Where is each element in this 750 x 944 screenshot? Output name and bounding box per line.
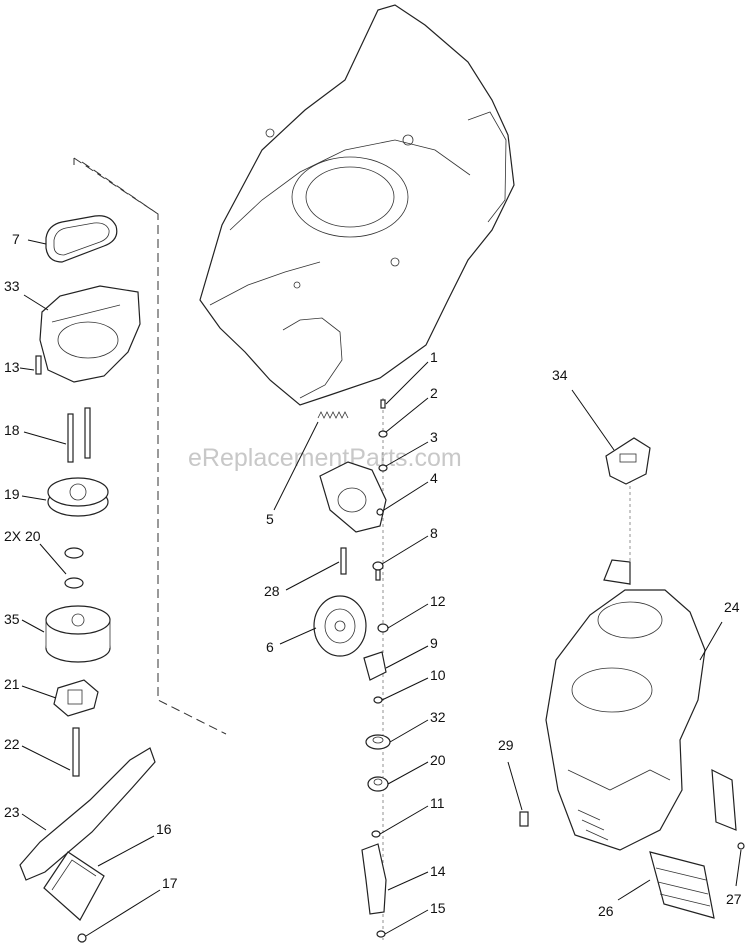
part-1-screw <box>380 399 386 409</box>
watermark-text: eReplacementParts.com <box>188 444 462 472</box>
callout-1: 1 <box>430 349 438 365</box>
part-20-bearings <box>64 547 84 589</box>
callout-33: 33 <box>4 278 20 294</box>
callout-15: 15 <box>430 900 446 916</box>
part-26-bracket-small <box>711 768 737 831</box>
callout-27: 27 <box>726 891 742 907</box>
callout-35: 35 <box>4 611 20 627</box>
callout-6: 6 <box>266 639 274 655</box>
callout-3: 3 <box>430 429 438 445</box>
callout-19: 19 <box>4 486 20 502</box>
part-26-shield <box>649 851 715 919</box>
part-32-bearing <box>365 734 391 750</box>
callout-17: 17 <box>162 875 178 891</box>
part-17-bolt <box>77 933 87 943</box>
callout-24: 24 <box>724 599 740 615</box>
callout-13: 13 <box>4 359 20 375</box>
part-12-spacer <box>377 623 389 633</box>
part-9-bracket <box>363 651 387 681</box>
callout-5: 5 <box>266 511 274 527</box>
part-23-blade <box>19 747 156 881</box>
callout-7: 7 <box>12 231 20 247</box>
part-24-engine <box>545 559 706 851</box>
part-16-bracket <box>43 851 105 921</box>
part-28-pin <box>340 547 347 575</box>
callout-20a: 2X 20 <box>4 528 41 544</box>
part-21-adapter <box>53 679 99 717</box>
callout-8: 8 <box>430 525 438 541</box>
callout-4: 4 <box>430 470 438 486</box>
callout-22: 22 <box>4 736 20 752</box>
part-13-screw <box>35 355 42 375</box>
part-22-bolt <box>72 727 80 777</box>
part-2-washer <box>378 430 388 438</box>
part-29-bolt <box>519 811 529 827</box>
callout-28: 28 <box>264 583 280 599</box>
callout-21: 21 <box>4 676 20 692</box>
part-10-washer <box>373 696 383 704</box>
part-18-bolts <box>67 407 91 463</box>
callout-12: 12 <box>430 593 446 609</box>
callout-16: 16 <box>156 821 172 837</box>
part-20-bearing <box>367 776 389 792</box>
callout-34: 34 <box>552 367 568 383</box>
callout-2: 2 <box>430 385 438 401</box>
part-3-nut <box>378 464 388 472</box>
part-4-bracket <box>319 461 387 533</box>
callout-9: 9 <box>430 635 438 651</box>
part-8-knob <box>372 561 384 581</box>
leader-lines <box>19 239 742 937</box>
callout-29: 29 <box>498 737 514 753</box>
part-33-pulley-cover <box>39 285 141 383</box>
part-7-belt <box>45 215 118 263</box>
part-14-bracket <box>361 843 387 915</box>
callout-11: 11 <box>430 795 445 811</box>
part-15-nut <box>376 930 386 938</box>
part-5-spring <box>317 411 349 419</box>
mower-deck <box>199 4 515 406</box>
callout-labels: 7 33 13 18 19 2X 20 35 21 22 23 16 17 5 … <box>4 231 742 919</box>
callout-26: 26 <box>598 903 614 919</box>
dashed-boundary <box>73 157 227 735</box>
part-19-pulley <box>47 477 109 517</box>
part-35-hub <box>45 605 111 663</box>
callout-18: 18 <box>4 422 20 438</box>
callout-14: 14 <box>430 863 446 879</box>
part-6-pulley <box>313 595 367 657</box>
part-34-decal <box>605 437 651 485</box>
part-27-screw <box>737 842 745 850</box>
part-11-washer <box>371 830 381 838</box>
callout-32: 32 <box>430 709 446 725</box>
callout-23: 23 <box>4 804 20 820</box>
callout-10: 10 <box>430 667 446 683</box>
callout-20b: 20 <box>430 752 446 768</box>
